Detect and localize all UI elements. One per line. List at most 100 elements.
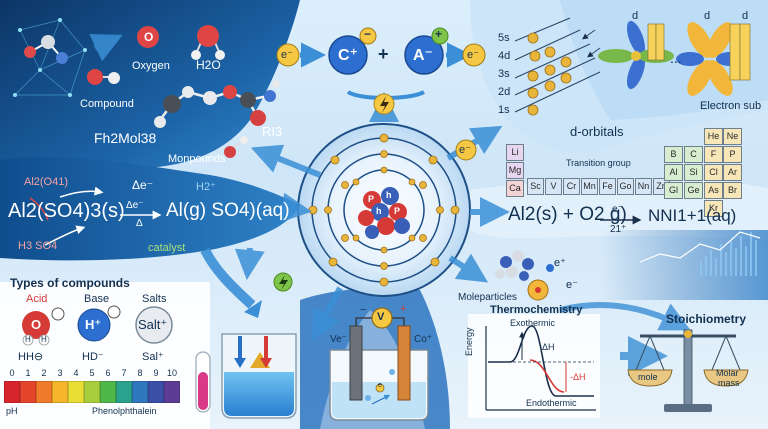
ph-color-swatch [164,381,180,403]
ph-scale-numbers: 0 1 2 3 4 5 6 7 8 9 10 [4,368,180,378]
equation-right-right: NNI1+1(aq) [648,206,737,225]
delta-h-label: ΔH [542,342,555,352]
transition-group-label: Transition group [566,158,631,168]
element-cell: Al [664,164,683,181]
ph-color-swatch [148,381,164,403]
decorative-bars [700,232,757,276]
element-cell: Si [684,164,703,181]
ion-plus-sign: + [378,44,389,64]
equation-right-arrow-bottom: 21⁺ [610,224,627,235]
element-cell: Sc [527,178,544,195]
moleparticles-icon [495,250,554,301]
element-cell: As [704,182,723,199]
ph-number: 4 [73,368,79,378]
water-molecule-icon [191,25,225,60]
element-cell: Gl [664,182,683,199]
equation-arrow-top: Δe⁻ [126,200,144,211]
nucleus-label: h [376,206,382,216]
positron-label: e⁺ [554,257,566,269]
small-molecule-icon [224,136,248,158]
cation-symbol: C⁺ [338,47,358,64]
equation-right-left: Al2(s) + O2 g) [508,204,627,225]
element-cell: Go [617,178,634,195]
element-cell: Ar [723,164,742,181]
element-cell: B [664,146,683,163]
level-label: 1s [498,104,510,116]
moleparticles-label: Moleparticles [458,292,517,303]
electron-beam-symbol: e⁻ [459,144,471,156]
compound-formula: Fh2Mol38 [94,130,157,146]
level-label: 2d [498,86,511,98]
electron-sub-label: Electron sub [700,100,762,112]
element-cell: He [704,128,723,145]
equation-arrow-bottom: Δ [136,218,143,229]
element-cell: Ge [684,182,703,199]
element-cell: C [684,146,703,163]
endothermic-label: Endothermic [526,398,577,408]
element-cell [684,128,703,145]
negative-delta-h-label: -ΔH [570,372,586,382]
ph-number: 7 [121,368,127,378]
balance-scale-icon [627,329,749,412]
cathode-sign: + [400,303,407,315]
d-label: d [704,10,711,22]
ph-number: 3 [57,368,63,378]
beaker-icon [221,333,297,419]
element-cell: Li [506,144,524,161]
anion-charge: + [435,27,443,41]
orbital-ellipsis: ... [670,50,682,66]
anion-icon [404,35,444,75]
anode-label: Ve⁻ [330,334,347,345]
acid-hydrogen: H [41,335,47,344]
delta-electron-label: Δe⁻ [132,178,154,192]
electron-icon [276,43,300,67]
ph-color-swatch [84,381,100,403]
element-cell: Ne [723,128,742,145]
equation-main-right: Al(g) SO4)(aq) [166,200,290,221]
ph-color-swatch [100,381,116,403]
reactant-top-formula: Al2(O41) [24,176,69,188]
electron-out-icon [462,43,486,67]
acid-icon [22,311,50,339]
ri3-label: RI3 [262,124,283,139]
monpounds-label: Monpounds [168,153,226,165]
electron-symbol: e⁻ [281,49,293,61]
nucleus-icon [358,187,410,239]
electron-dots [308,133,460,287]
element-cell: Fe [599,178,616,195]
periodic-table-transition: Sc V Cr Mn Fe Go Nn Zn [527,178,670,195]
element-cell [664,128,683,145]
reactant-arrow [59,186,104,198]
exothermic-label: Exothermic [510,318,556,328]
cation-charge: − [364,27,372,41]
element-cell: Cl [704,164,723,181]
element-cell: Mg [506,162,524,179]
element-cell: Cr [563,178,580,195]
equation-right-arrow-top: e⁻ [612,204,623,215]
periodic-table-pblock: He B C F Al Si Cl Gl Ge As Kr [664,128,723,217]
energy-axis-label: Energy [464,327,474,356]
equation-main-left: Al2(SO4)3(s) [8,200,125,222]
acid-label: Acid [26,293,48,305]
cation-icon [328,35,368,75]
compound-label: Compound [80,98,134,110]
mole-label: mole [638,372,658,382]
ph-number: 5 [89,368,95,378]
orbital-boxes [647,23,751,81]
base-ion-symbol: H⁺ [85,317,102,332]
level-label: 3s [498,68,510,80]
ph-number: 2 [41,368,47,378]
electron-out-symbol: e⁻ [467,49,479,61]
element-cell: Ca [506,180,524,197]
acid-hydrogen: H [25,335,31,344]
base-label: Base [84,293,110,305]
ph-number: 9 [153,368,159,378]
periodic-table-extra: Ne P Ar Br [723,128,742,199]
stoichiometry-title: Stoichiometry [666,312,747,326]
ph-color-swatch [116,381,132,403]
acid-formula: HH⊖ [18,351,44,363]
element-cell: F [704,146,723,163]
compound-types-panel [0,282,210,429]
